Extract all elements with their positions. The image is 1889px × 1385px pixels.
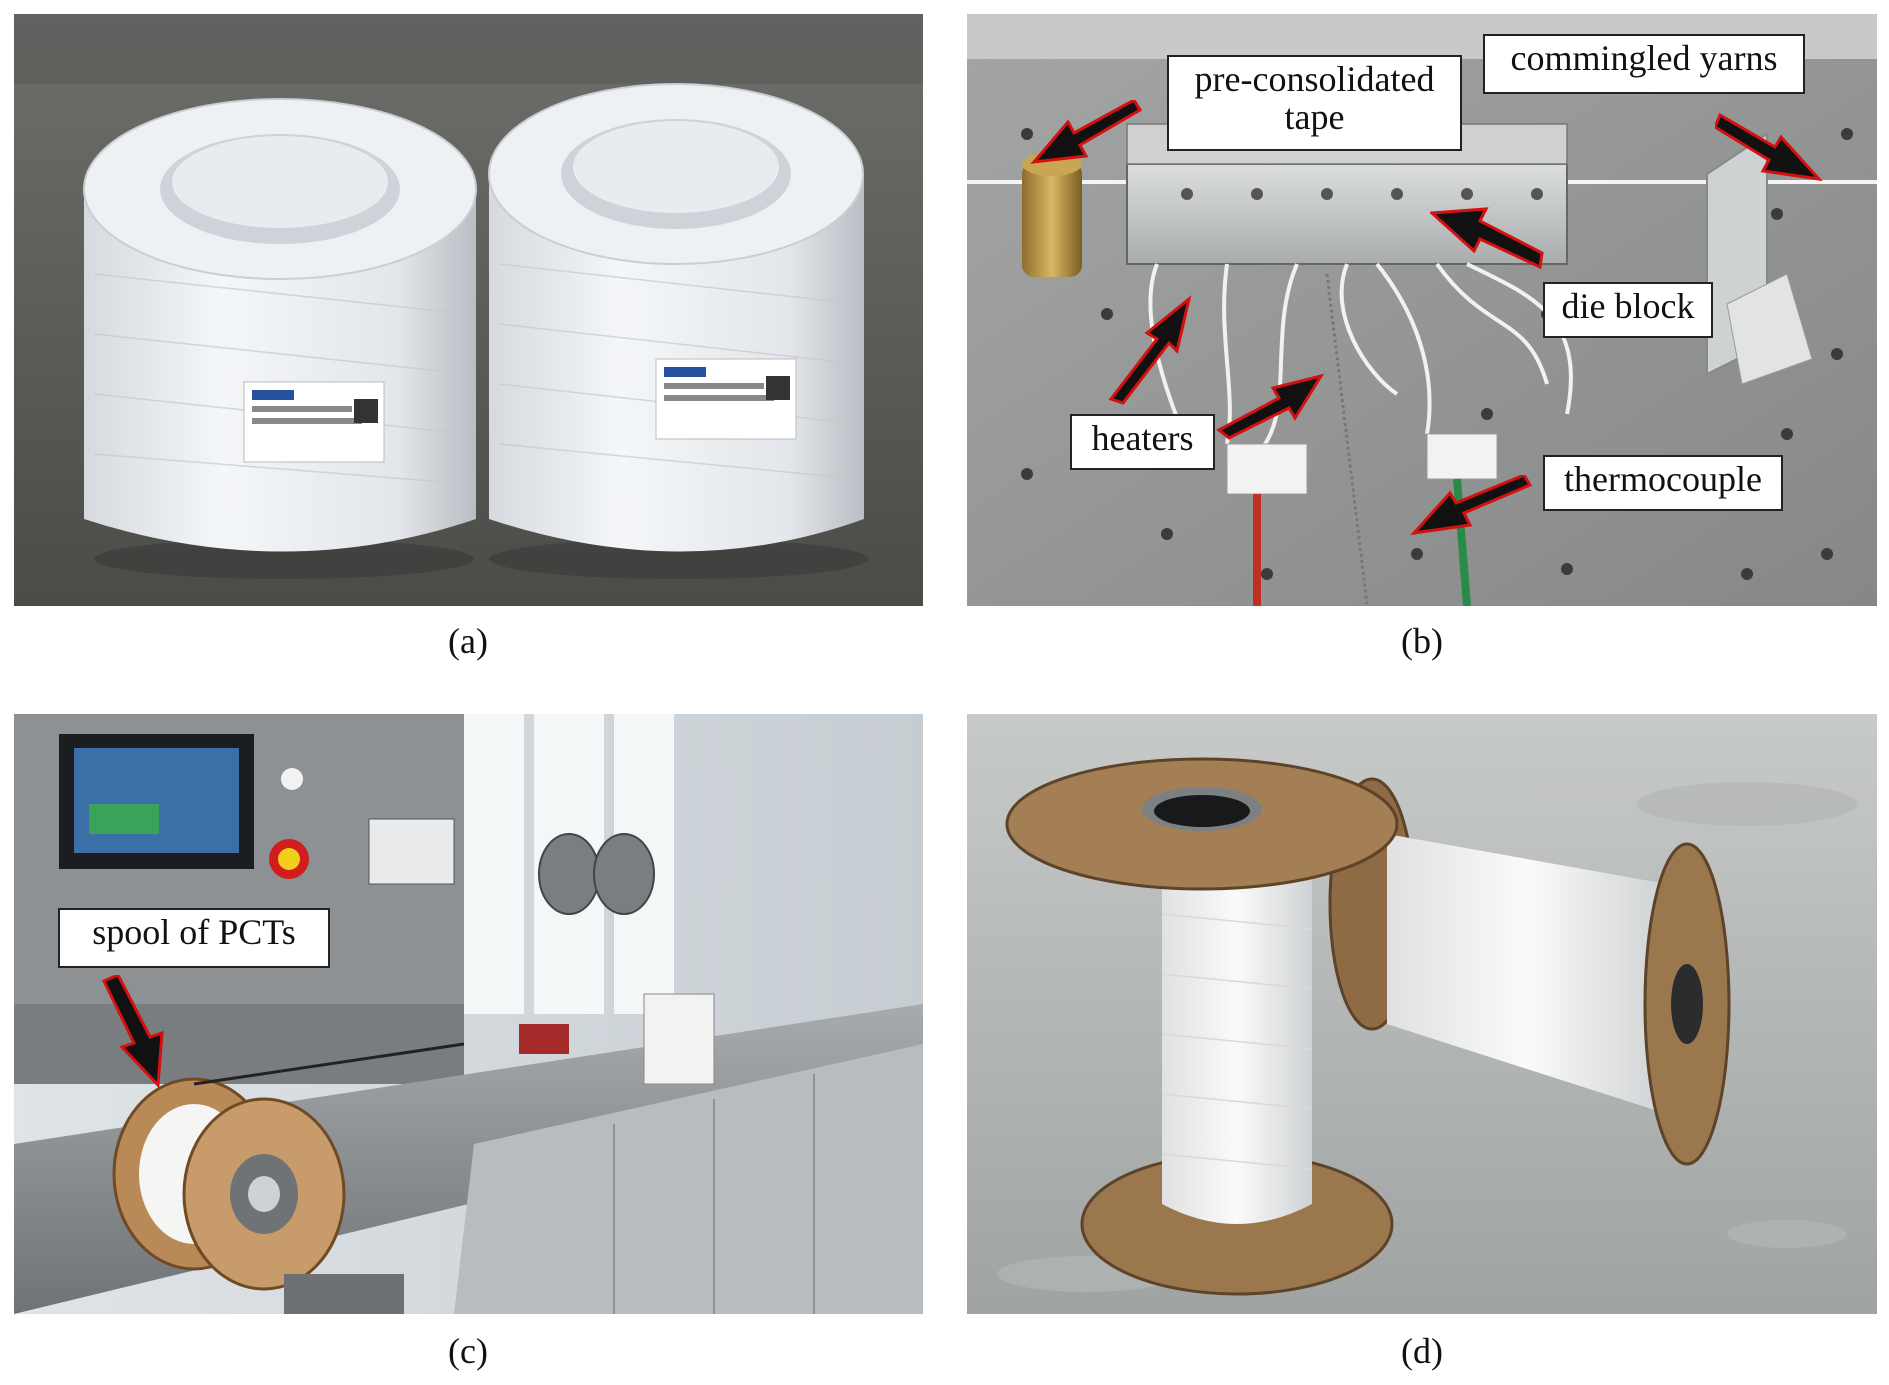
arrow-to-heater-2 xyxy=(1216,373,1325,440)
pre-consolidated-tape-label-line2: tape xyxy=(1284,96,1345,137)
arrow-to-tape xyxy=(1030,100,1143,164)
panel-c-caption: (c) xyxy=(448,1331,488,1371)
panel-d-caption: (d) xyxy=(1401,1331,1443,1371)
arrow-from-yarns xyxy=(1715,112,1823,182)
arrow-to-die-block xyxy=(1430,207,1544,270)
commingled-yarns-label: commingled yarns xyxy=(1483,34,1805,94)
panel-a-caption: (a) xyxy=(448,621,488,661)
fiber-bobbins-image xyxy=(14,14,923,606)
arrow-to-thermocouple xyxy=(1410,475,1533,536)
die-block-label: die block xyxy=(1543,282,1713,338)
heaters-label: heaters xyxy=(1070,414,1215,470)
panel-b-caption: (b) xyxy=(1401,621,1443,661)
arrow-to-heater-1 xyxy=(1108,295,1192,405)
thermocouple-label: thermocouple xyxy=(1543,455,1783,511)
tape-production-machine-image xyxy=(14,714,923,1314)
arrow-to-spool xyxy=(101,975,164,1089)
pct-spools-image xyxy=(967,714,1877,1314)
panel-a-photo xyxy=(14,14,923,606)
pre-consolidated-tape-label: pre-consolidated tape xyxy=(1167,55,1462,151)
panel-d-photo xyxy=(967,714,1877,1314)
panel-c-photo xyxy=(14,714,923,1314)
pre-consolidated-tape-label-line1: pre-consolidated xyxy=(1194,59,1435,99)
spool-of-pcts-label: spool of PCTs xyxy=(58,908,330,968)
